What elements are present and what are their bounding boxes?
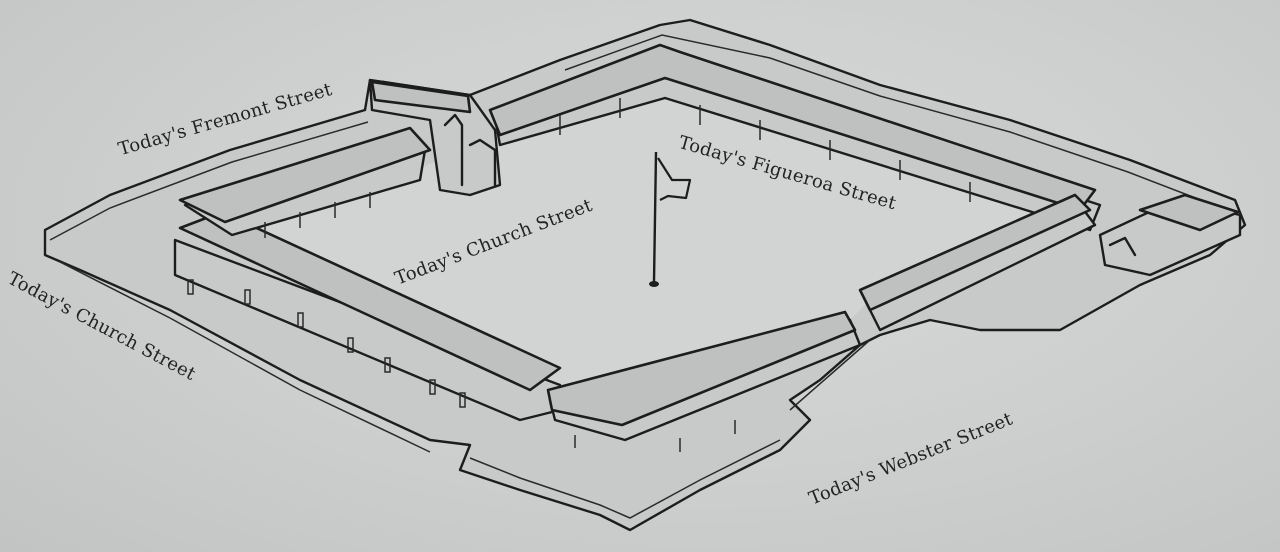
building-southeast <box>546 193 1097 452</box>
flag-icon <box>649 151 692 287</box>
east-bastion <box>1098 193 1242 277</box>
windows-southwest <box>187 279 466 408</box>
building-southwest <box>173 210 562 422</box>
north-gatehouse <box>368 78 502 197</box>
building-northwest <box>178 126 432 238</box>
